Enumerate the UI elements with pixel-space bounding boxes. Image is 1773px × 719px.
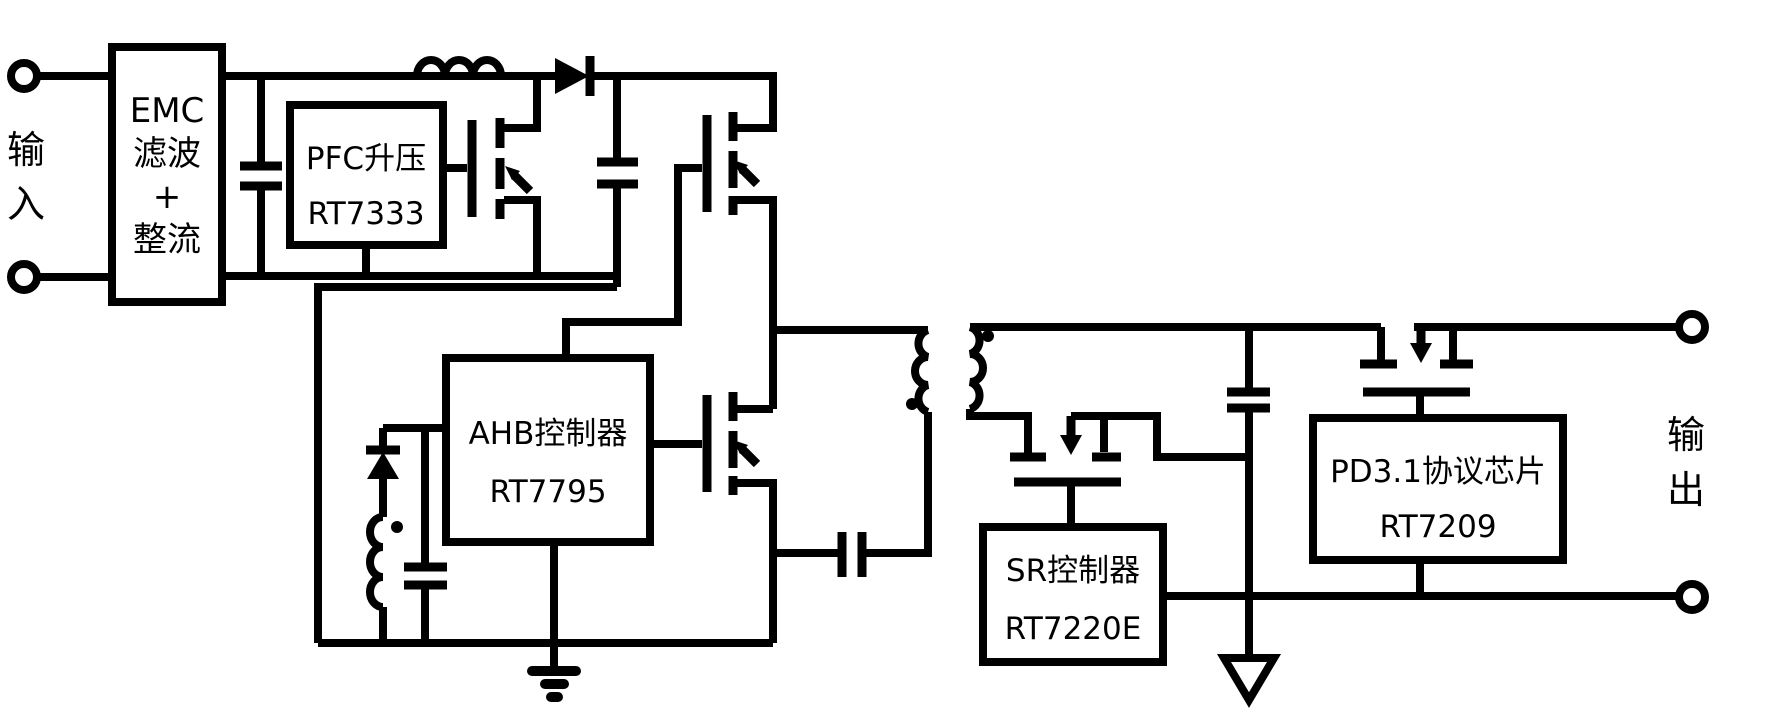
output-label-char1: 输 [1667, 413, 1705, 457]
output-capacitor-icon [1227, 387, 1270, 413]
output-terminal-positive [1675, 310, 1709, 344]
pfc-mosfet [467, 118, 534, 219]
aux-polarity-dot [391, 521, 403, 533]
primary-polarity-dot [906, 398, 918, 410]
aux-diode-triangle-icon [367, 452, 399, 479]
transformer [906, 323, 994, 416]
emc-label-line1: EMC [130, 91, 205, 131]
aux-winding [366, 513, 403, 611]
boost-diode [555, 56, 595, 96]
io-terminals [7, 59, 1709, 614]
ahb-label-line1: AHB控制器 [469, 416, 628, 452]
secondary-polarity-dot [982, 330, 994, 342]
hs-mosfet-arrow-icon [733, 160, 748, 174]
output-label: 输 出 [1667, 413, 1705, 512]
input-label: 输 入 [7, 128, 45, 226]
emc-label-line2: 滤波 [133, 134, 201, 174]
input-label-char1: 输 [7, 128, 45, 172]
hs-mosfet-arrow-shaft [738, 165, 761, 188]
top-rail-to-hs-drain [592, 72, 777, 132]
sr-block-box [979, 523, 1167, 666]
inductor-coil-icon [413, 56, 505, 77]
sr-controller-block: SR控制器 RT7220E [979, 523, 1167, 666]
boost-inductor [413, 56, 505, 77]
pfc-controller-block: PFC升压 RT7333 [286, 101, 447, 249]
pd-block-box [1309, 414, 1567, 564]
secondary-winding-icon [968, 323, 987, 413]
primary-earth-ground [527, 666, 581, 702]
ls-source-lead [737, 479, 777, 643]
hs-gate-drive-line [562, 164, 702, 358]
sr-label-line1: SR控制器 [1006, 553, 1140, 589]
input-label-char2: 入 [7, 182, 45, 226]
half-bridge-high-mosfet [702, 112, 761, 215]
sr-mosfet [1010, 416, 1121, 487]
switch-node [737, 196, 928, 409]
bulk-capacitor-icon [240, 161, 282, 191]
input-terminal-positive [7, 59, 41, 93]
ahb-block-box [442, 354, 654, 546]
aux-capacitor-icon [404, 562, 447, 590]
primary-winding-icon [911, 326, 930, 416]
pd-protocol-block: PD3.1协议芯片 RT7209 [1309, 414, 1567, 564]
emc-label-line3: + [153, 177, 182, 217]
pfc-mosfet-arrow-icon [505, 166, 520, 180]
sr-label-line2: RT7220E [1005, 611, 1142, 647]
secondary-ground-triangle-icon [1216, 654, 1282, 708]
primary-winding-bottom-lead [866, 412, 932, 557]
resonant-capacitor-icon [837, 532, 867, 577]
boost-capacitor-icon [597, 157, 638, 189]
emc-filter-block: EMC 滤波 + 整流 [108, 43, 226, 306]
aux-winding-icon [366, 513, 384, 611]
half-bridge-low-mosfet [702, 392, 761, 495]
pd-label-line1: PD3.1协议芯片 [1330, 454, 1546, 490]
pfc-mosfet-arrow-shaft [510, 171, 534, 195]
pfc-drain-lead [504, 76, 541, 132]
ahb-label-line2: RT7795 [489, 474, 606, 510]
pfc-block-box [286, 101, 447, 249]
emc-label-line4: 整流 [133, 220, 201, 260]
ls-mosfet-arrow-icon [733, 440, 748, 454]
load-switch-mosfet [1360, 327, 1473, 397]
lsw-arrow-icon [1410, 343, 1432, 363]
diode-triangle-icon [555, 58, 589, 94]
sr-mosfet-arrow-icon [1060, 435, 1082, 455]
output-label-char2: 出 [1667, 468, 1705, 512]
sr-source-bus [1071, 412, 1249, 461]
sr-drain-lead [966, 409, 1032, 453]
pfc-label-line2: RT7333 [307, 196, 424, 232]
return-rail [314, 283, 617, 643]
aux-rectifier-diode [366, 445, 400, 479]
capacitors [240, 157, 1270, 590]
secondary-wiring [966, 323, 1679, 658]
ahb-controller-block: AHB控制器 RT7795 [442, 354, 654, 546]
pd-label-line2: RT7209 [1379, 509, 1496, 545]
pfc-source-lead [504, 196, 541, 276]
emc-block-box [108, 43, 226, 306]
pfc-label-line1: PFC升压 [306, 141, 426, 177]
ls-mosfet-arrow-shaft [738, 445, 761, 468]
input-terminal-negative [7, 260, 41, 294]
output-terminal-negative [1675, 580, 1709, 614]
